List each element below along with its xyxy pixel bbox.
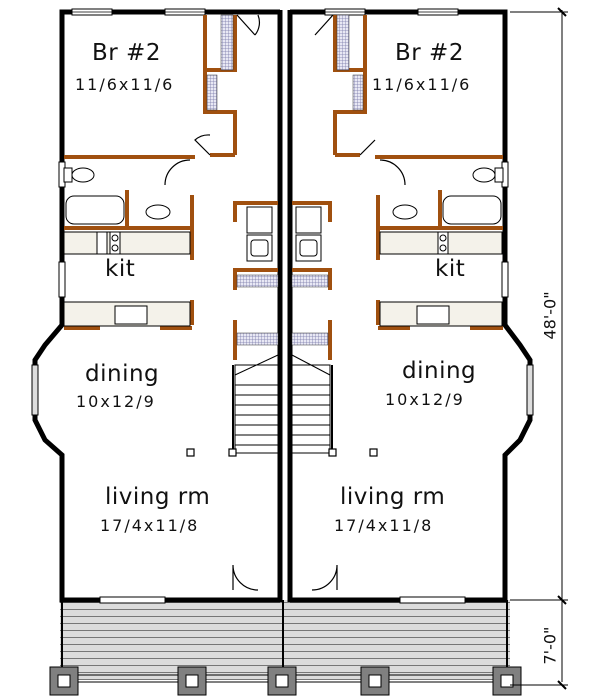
dimension-depth: 48'-0" [540,291,560,340]
windows [31,8,534,604]
room-label-kitchen-right: kit [435,256,466,282]
room-dims-bedroom-left: 11/6x11/6 [75,75,175,94]
room-label-bedroom-left: Br #2 [92,40,161,66]
room-label-dining-left: dining [85,361,160,387]
stairs [232,354,333,455]
doors [164,14,406,591]
room-dims-dining-right: 10x12/9 [385,390,465,409]
dimension-lines [510,7,568,690]
room-dims-living-right: 17/4x11/8 [334,516,434,535]
interior-walls [64,15,503,360]
room-label-kitchen-left: kit [105,256,136,282]
room-dims-living-left: 17/4x11/8 [100,516,200,535]
dimension-porch: 7'-0" [540,626,560,665]
front-porch [49,600,522,696]
room-label-bedroom-right: Br #2 [395,40,464,66]
posts [186,448,378,457]
room-dims-dining-left: 10x12/9 [76,392,156,411]
room-label-living-right: living rm [340,484,446,510]
closet-shelves [206,14,364,346]
room-label-living-left: living rm [105,484,211,510]
fixtures [63,167,504,327]
room-dims-bedroom-right: 11/6x11/6 [372,75,472,94]
room-label-dining-right: dining [402,358,477,384]
